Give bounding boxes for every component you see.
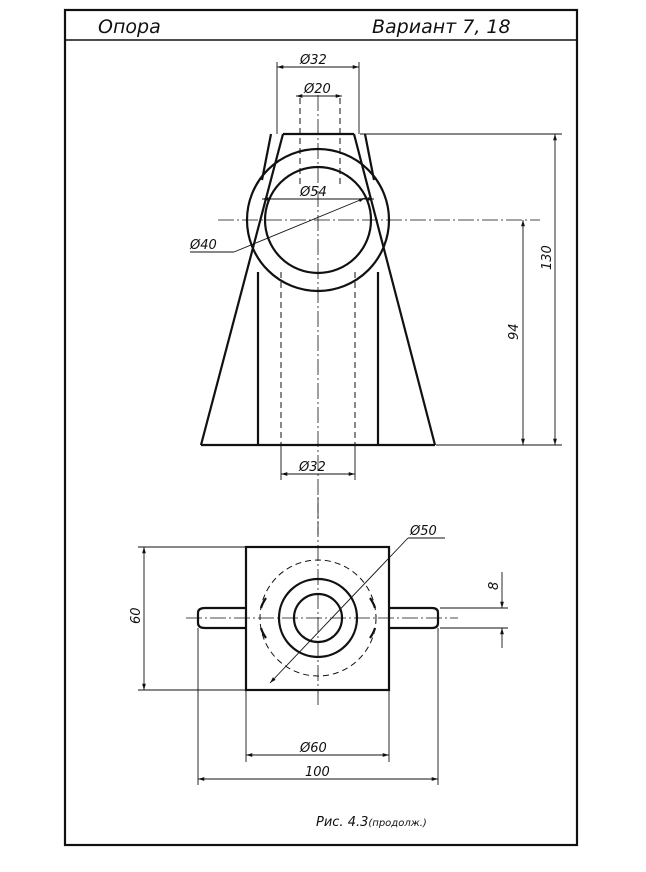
dim-center-height: 94 [507, 323, 522, 340]
part-name-text: Опора [98, 16, 161, 38]
front-dimensions: Ø32 Ø20 Ø54 Ø40 130 94 Ø32 [189, 53, 562, 480]
dim-slot-width: 8 [487, 582, 502, 590]
dim-top-outer-diameter: Ø32 [299, 53, 327, 68]
dim-square-side: 60 [129, 607, 144, 624]
dim-top-inner-diameter: Ø20 [303, 82, 331, 97]
dim-ring-diameter: Ø54 [299, 185, 327, 200]
figure-caption: Рис. 4.3(продолж.) [316, 815, 427, 830]
sheet-frame [63, 8, 579, 847]
variant-text: Вариант 7, 18 [372, 16, 511, 38]
dim-total-height: 130 [540, 245, 555, 270]
front-view [199, 95, 540, 535]
dim-overall-length: 100 [305, 765, 330, 780]
square-base [244, 545, 391, 692]
dim-bottom-hole-diameter: Ø32 [298, 460, 326, 475]
top-view [186, 497, 458, 705]
top-dimensions: Ø50 60 8 Ø60 100 [129, 524, 508, 785]
dim-bore-diameter: Ø40 [189, 238, 217, 253]
dim-circle-diameter: Ø60 [299, 741, 327, 756]
dim-dashed-circle-diameter: Ø50 [409, 524, 437, 539]
